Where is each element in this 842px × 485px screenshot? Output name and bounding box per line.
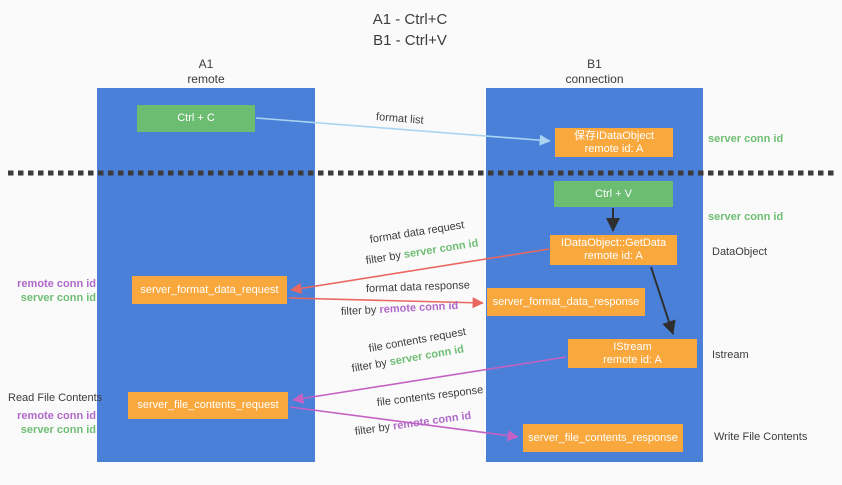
- right-top-server-conn-id: server conn id: [708, 133, 784, 145]
- server-format-data-request-box: server_format_data_request: [132, 276, 287, 304]
- ctrl-c-box: Ctrl + C: [137, 105, 255, 132]
- ctrl-v-label: Ctrl + V: [595, 187, 632, 200]
- left-bottom-remote-conn-id: remote conn id: [17, 410, 96, 422]
- save-idataobject-line2: remote id: A: [584, 142, 644, 155]
- format-list-label: format list: [375, 111, 425, 127]
- file-request-label: server_file_contents_request: [137, 399, 279, 411]
- read-file-contents-annotation: Read File Contents: [8, 391, 103, 405]
- format-response-label: server_format_data_response: [492, 295, 640, 308]
- diagram-title: A1 - Ctrl+C B1 - Ctrl+V: [0, 9, 820, 51]
- server-file-contents-request-box: server_file_contents_request: [128, 392, 288, 419]
- title-line-2: B1 - Ctrl+V: [373, 32, 447, 49]
- lane-a1-role: remote: [187, 72, 225, 86]
- istream-annotation: Istream: [712, 349, 749, 361]
- lane-b1-name: B1: [587, 57, 602, 71]
- format-data-response-label: format data response: [365, 279, 471, 295]
- remote-conn-id-value-2: remote conn id: [392, 409, 472, 433]
- filter-by-remote-conn-id-label-1: filter by remote conn id: [341, 300, 459, 319]
- filter-by-prefix-3: filter by: [350, 356, 391, 375]
- left-top-server-conn-id: server conn id: [20, 292, 96, 304]
- server-format-data-response-box: server_format_data_response: [487, 288, 645, 316]
- save-idataobject-line1: 保存IDataObject: [573, 129, 655, 142]
- format-request-label: server_format_data_request: [140, 283, 279, 296]
- server-file-contents-response-box: server_file_contents_response: [523, 424, 683, 452]
- istream-box: IStream remote id: A: [568, 339, 697, 368]
- left-top-conn-id-block: remote conn id server conn id: [8, 277, 96, 305]
- right-mid-server-conn-id: server conn id: [708, 211, 784, 223]
- left-top-remote-conn-id: remote conn id: [17, 278, 96, 290]
- filter-by-prefix-1: filter by: [364, 249, 405, 267]
- lane-header-a1: A1 remote: [97, 57, 315, 87]
- title-line-1: A1 - Ctrl+C: [372, 11, 448, 28]
- server-conn-id-value-1: server conn id: [403, 237, 480, 261]
- filter-by-prefix-2: filter by: [340, 303, 380, 318]
- filter-by-prefix-4: filter by: [354, 420, 394, 438]
- istream-line1: IStream: [613, 340, 652, 353]
- remote-conn-id-value-1: remote conn id: [379, 299, 459, 316]
- getdata-line2: remote id: A: [584, 250, 643, 262]
- ctrl-v-box: Ctrl + V: [554, 181, 673, 207]
- left-bottom-conn-id-block: remote conn id server conn id: [8, 409, 96, 437]
- lane-a1-name: A1: [198, 57, 214, 71]
- istream-line2: remote id: A: [603, 353, 662, 366]
- filter-by-remote-conn-id-label-2: filter by remote conn id: [354, 410, 472, 439]
- save-idataobject-box: 保存IDataObject remote id: A: [555, 128, 673, 157]
- file-response-label: server_file_contents_response: [528, 431, 678, 444]
- left-bottom-server-conn-id: server conn id: [20, 424, 96, 436]
- lane-b1-role: connection: [565, 72, 624, 86]
- lane-header-b1: B1 connection: [486, 57, 703, 87]
- ctrl-c-label: Ctrl + C: [177, 112, 215, 124]
- file-contents-response-label: file contents response: [376, 384, 484, 409]
- read-file-contents-text: Read File Contents: [8, 392, 103, 404]
- idataobject-getdata-box: IDataObject::GetData remote id: A: [550, 235, 677, 265]
- dataobject-annotation: DataObject: [712, 246, 768, 258]
- getdata-line1: IDataObject::GetData: [560, 237, 667, 249]
- write-file-contents-annotation: Write File Contents: [714, 431, 808, 443]
